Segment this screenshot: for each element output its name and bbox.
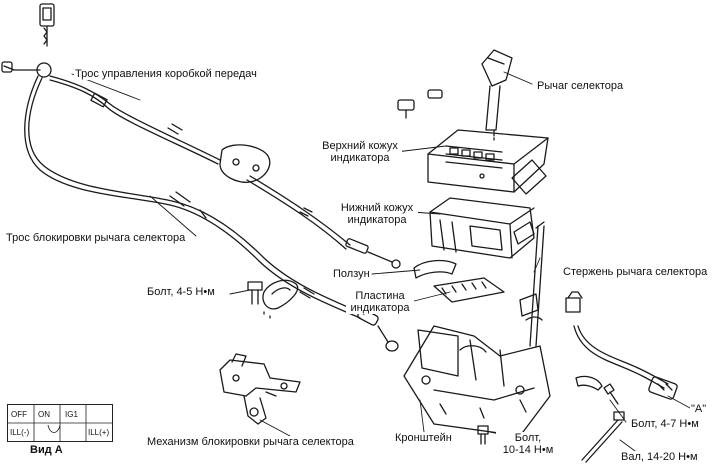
- view-a-cell-ig1: IG1: [65, 410, 78, 419]
- leader-lines: [71, 71, 691, 457]
- label-slider: Ползун: [332, 268, 371, 280]
- lever-lock-cable: [24, 75, 399, 352]
- label-gear-cable: Трос управления коробкой передач: [74, 68, 258, 80]
- label-upper-cover-line1: Верхний кожух: [322, 140, 398, 152]
- view-a-cell-on: ON: [38, 410, 50, 419]
- selector-lever-rod: [519, 221, 545, 347]
- lever-lock-mechanism: [219, 353, 301, 425]
- label-bracket: Кронштейн: [394, 432, 453, 444]
- view-a-inset: OFF ON IG1 ILL(-) ILL(+): [7, 404, 113, 442]
- cable-end-connector: [1, 3, 55, 78]
- label-rod: Стержень рычага селектора: [562, 266, 709, 278]
- label-bolt-4-5: Болт, 4-5 Н•м: [146, 286, 216, 298]
- label-indicator-plate: Пластина индикатора: [346, 290, 414, 314]
- label-selector-lever: Рычаг селектора: [536, 80, 625, 92]
- view-a-title: Вид А: [30, 444, 63, 456]
- switch-harness: [565, 291, 678, 400]
- label-lock-mechanism: Механизм блокировки рычага селектора: [146, 436, 355, 448]
- label-lock-cable: Трос блокировки рычага селектора: [5, 232, 187, 244]
- label-upper-cover: Верхний кожух индикатора: [318, 140, 402, 164]
- label-shaft: Вал, 14-20 Н•м: [620, 451, 699, 463]
- label-upper-cover-line2: индикатора: [330, 152, 390, 164]
- upper-indicator-cover: [427, 129, 549, 195]
- bolt-4-7-part: [603, 383, 619, 405]
- view-a-grid: [8, 405, 112, 441]
- label-bolt-10-14-line1: Болт,: [514, 432, 542, 444]
- view-a-cell-ill-plus: ILL(+): [88, 428, 110, 437]
- selector-lever-knob: [397, 49, 513, 141]
- bolt-10-14-part: [477, 425, 489, 445]
- shaft-part: [581, 411, 625, 463]
- view-a-cell-off: OFF: [11, 410, 27, 419]
- label-bolt-10-14-line2: 10-14 Н•м: [502, 444, 554, 456]
- label-bolt-10-14: Болт, 10-14 Н•м: [496, 432, 560, 456]
- label-view-a-marker: "A": [690, 403, 708, 415]
- indicator-plate: [433, 277, 505, 303]
- label-lower-cover: Нижний кожух индикатора: [336, 202, 418, 226]
- lower-indicator-cover: [429, 197, 535, 259]
- bracket-base: [403, 325, 551, 437]
- label-lower-cover-line2: индикатора: [347, 214, 407, 226]
- gear-control-cable: [49, 75, 401, 269]
- label-plate-line2: индикатора: [350, 302, 410, 314]
- slider-part: [413, 259, 457, 279]
- label-bolt-4-7: Болт, 4-7 Н•м: [630, 418, 700, 430]
- view-a-cell-ill-minus: ILL(-): [10, 428, 30, 437]
- label-plate-line1: Пластина: [355, 290, 405, 302]
- label-lower-cover-line1: Нижний кожух: [340, 202, 414, 214]
- bolt-4-5-part: [247, 279, 299, 321]
